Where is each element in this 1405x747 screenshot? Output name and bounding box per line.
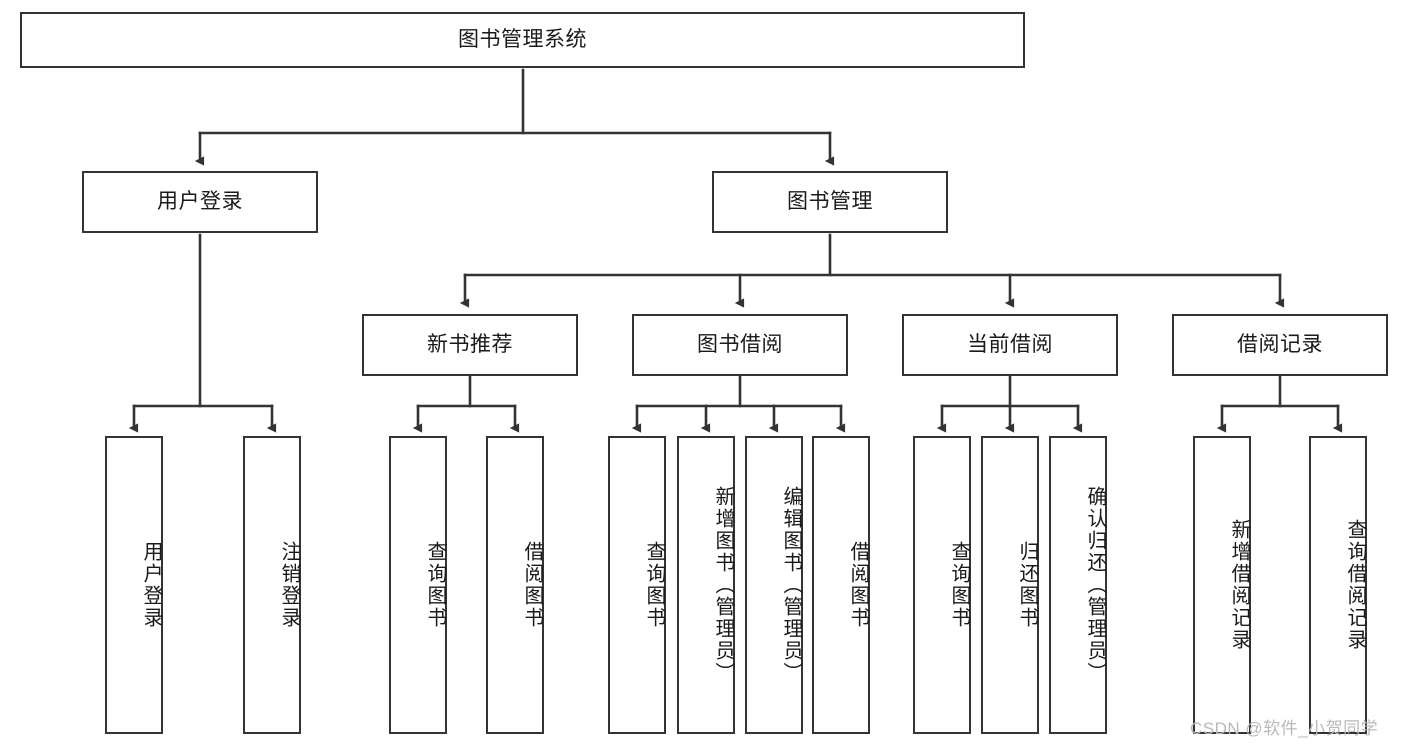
node-label: 用户登录 — [157, 189, 243, 213]
node-user-login[interactable]: 用户登录 — [82, 171, 318, 233]
node-current-borrow[interactable]: 当前借阅 — [902, 314, 1118, 376]
node-label: 新增借阅记录 — [1228, 519, 1250, 651]
leaf-user-login[interactable]: 用户登录 — [105, 436, 163, 734]
node-book-borrow[interactable]: 图书借阅 — [632, 314, 848, 376]
node-label: 借阅记录 — [1237, 332, 1323, 356]
node-label: 注销登录 — [278, 541, 300, 629]
node-label: 确认归还（管理员） — [1084, 486, 1106, 684]
node-label: 图书管理系统 — [458, 27, 587, 51]
node-label: 借阅图书 — [521, 541, 543, 629]
leaf-edit-book-admin[interactable]: 编辑图书（管理员） — [745, 436, 803, 734]
leaf-return-book[interactable]: 归还图书 — [981, 436, 1039, 734]
node-root[interactable]: 图书管理系统 — [20, 12, 1025, 68]
node-borrow-record[interactable]: 借阅记录 — [1172, 314, 1388, 376]
node-new-book-recommend[interactable]: 新书推荐 — [362, 314, 578, 376]
leaf-confirm-return-admin[interactable]: 确认归还（管理员） — [1049, 436, 1107, 734]
node-label: 借阅图书 — [847, 541, 869, 629]
node-label: 编辑图书（管理员） — [780, 486, 802, 684]
leaf-query-borrow-record[interactable]: 查询借阅记录 — [1309, 436, 1367, 734]
node-label: 归还图书 — [1016, 541, 1038, 629]
node-label: 新增图书（管理员） — [712, 486, 734, 684]
node-label: 用户登录 — [140, 541, 162, 629]
node-label: 图书管理 — [787, 189, 873, 213]
node-label: 查询图书 — [948, 541, 970, 629]
node-label: 新书推荐 — [427, 332, 513, 356]
node-label: 查询借阅记录 — [1344, 519, 1366, 651]
leaf-borrow-book[interactable]: 借阅图书 — [812, 436, 870, 734]
leaf-logout[interactable]: 注销登录 — [243, 436, 301, 734]
leaf-query-book-current[interactable]: 查询图书 — [913, 436, 971, 734]
leaf-query-book-recommend[interactable]: 查询图书 — [389, 436, 447, 734]
node-label: 图书借阅 — [697, 332, 783, 356]
node-book-management[interactable]: 图书管理 — [712, 171, 948, 233]
leaf-add-borrow-record[interactable]: 新增借阅记录 — [1193, 436, 1251, 734]
leaf-query-book-borrow[interactable]: 查询图书 — [608, 436, 666, 734]
node-label: 查询图书 — [643, 541, 665, 629]
leaf-borrow-book-recommend[interactable]: 借阅图书 — [486, 436, 544, 734]
leaf-add-book-admin[interactable]: 新增图书（管理员） — [677, 436, 735, 734]
node-label: 查询图书 — [424, 541, 446, 629]
node-label: 当前借阅 — [967, 332, 1053, 356]
